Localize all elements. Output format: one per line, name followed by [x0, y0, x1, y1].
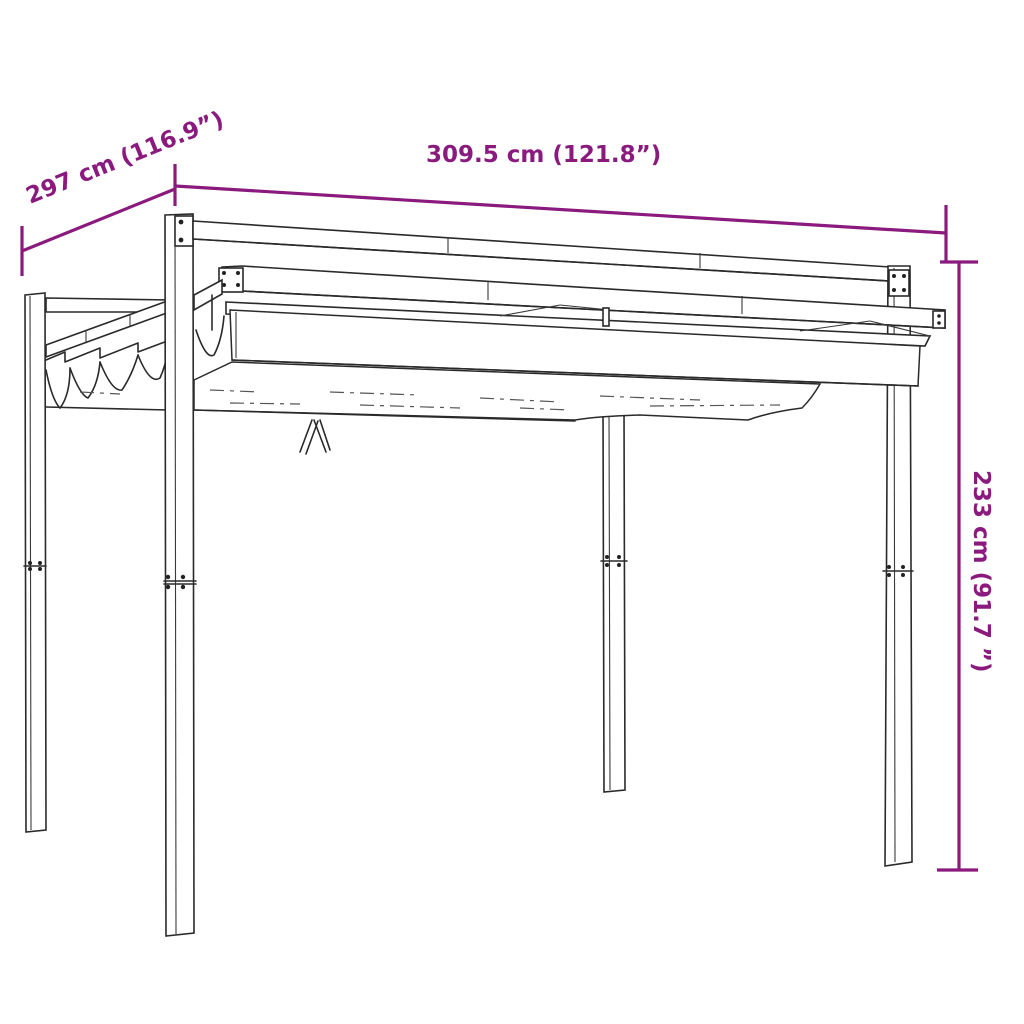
post-bracket-back-left — [23, 561, 47, 571]
width-label: 309.5 cm (121.8”) — [426, 142, 661, 168]
post-back-left — [23, 292, 47, 833]
post-bracket-front-left — [163, 574, 197, 590]
shade-fabric — [193, 361, 822, 422]
post-middle-right — [600, 404, 628, 793]
dimension-height: 233 cm (91.7 ”) — [937, 260, 994, 872]
dimension-width: 309.5 cm (121.8”) — [174, 142, 948, 262]
post-front-left — [163, 213, 197, 937]
left-side-beams — [45, 297, 176, 359]
post-back-right — [882, 265, 914, 867]
dimension-depth: 297 cm (116.9”) — [20, 107, 228, 276]
roof-rail — [225, 301, 932, 347]
pull-straps — [299, 419, 331, 455]
post-bracket-middle-right — [600, 555, 628, 567]
height-label: 233 cm (91.7 ”) — [968, 470, 994, 673]
top-rear-beam — [192, 220, 906, 283]
left-rail — [193, 278, 225, 357]
post-bracket-back-right — [882, 565, 914, 577]
depth-label: 297 cm (116.9”) — [23, 107, 228, 210]
shade-cassette — [229, 309, 921, 387]
